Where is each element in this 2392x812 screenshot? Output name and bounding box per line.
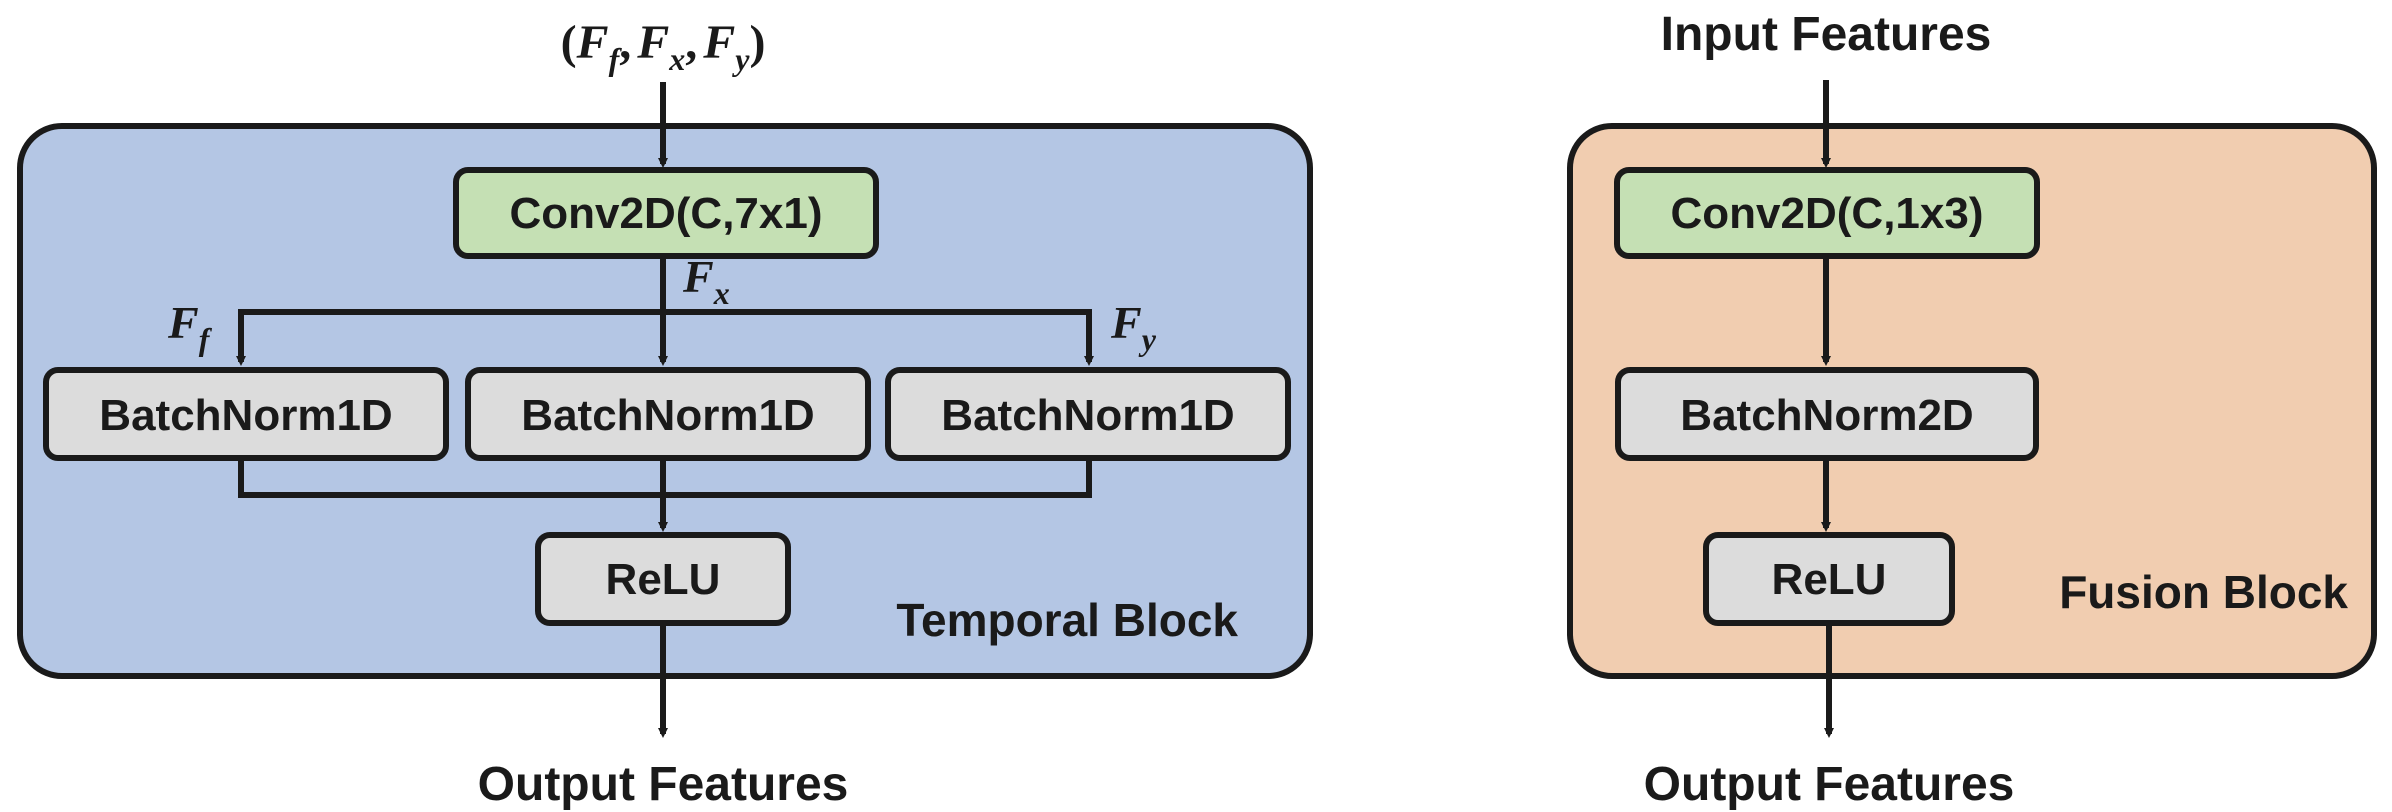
input-f-symbol: F [576, 16, 609, 69]
branch-y-symbol: Fy [1110, 297, 1157, 357]
batchnorm1d-label-3: BatchNorm1D [941, 391, 1234, 440]
input-y-symbol: F [702, 16, 735, 69]
input-open-paren: ( [561, 16, 577, 69]
input-close-paren: ) [749, 16, 765, 69]
branch-f-symbol: Ff [167, 297, 213, 357]
batchnorm1d-box-3 [885, 367, 1291, 461]
temporal-block-title: Temporal Block [896, 594, 1238, 646]
temporal-relu-label: ReLU [606, 555, 721, 604]
fusion-block-title: Fusion Block [2059, 566, 2348, 618]
fusion-input-label: Input Features [1661, 8, 1992, 61]
temporal-input-label: (Ff,Fx,Fy) [561, 16, 766, 77]
input-sep-1: , [619, 16, 631, 69]
fusion-conv-box [1614, 167, 2040, 259]
batchnorm2d-label: BatchNorm2D [1680, 391, 1973, 440]
batchnorm2d-box [1615, 367, 2039, 461]
temporal-conv-label: Conv2D(C,7x1) [510, 189, 823, 238]
batchnorm1d-label-1: BatchNorm1D [99, 391, 392, 440]
temporal-output-label: Output Features [478, 758, 849, 811]
input-sep-2: , [685, 16, 697, 69]
fusion-conv-label: Conv2D(C,1x3) [1671, 189, 1984, 238]
input-f-sub: f [609, 41, 623, 77]
input-x-sub: x [668, 41, 685, 77]
temporal-relu-box [535, 532, 791, 626]
input-x-symbol: F [636, 16, 669, 69]
batchnorm1d-box-1 [43, 367, 449, 461]
batchnorm1d-label-2: BatchNorm1D [521, 391, 814, 440]
branch-x-symbol: Fx [682, 251, 730, 311]
batchnorm1d-box-2 [465, 367, 871, 461]
temporal-block-diagram: (Ff,Fx,Fy) Conv2D(C,7x1) Ff Fx Fy BatchN… [17, 16, 1313, 811]
temporal-conv-box [453, 167, 879, 259]
input-y-sub: y [731, 41, 750, 77]
fusion-output-label: Output Features [1644, 758, 2015, 811]
fusion-relu-label: ReLU [1772, 555, 1887, 604]
fusion-block-diagram: Input Features Conv2D(C,1x3) BatchNorm2D… [1567, 8, 2377, 811]
fusion-relu-box [1703, 532, 1955, 626]
